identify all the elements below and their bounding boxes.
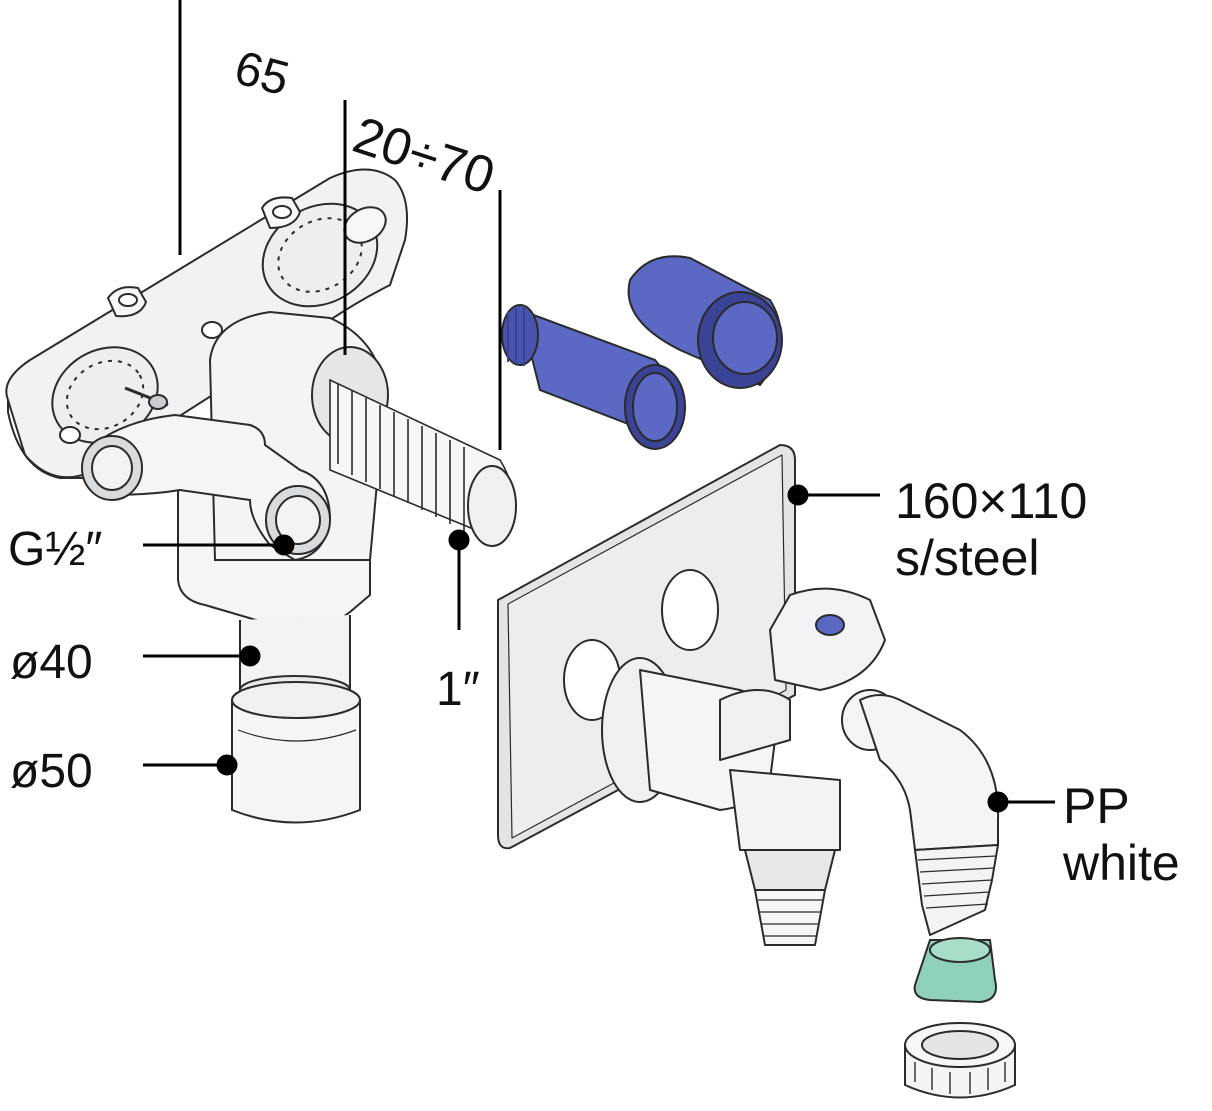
green-filter-seal [913,937,997,1004]
blue-extension-tube [501,304,686,450]
elbow-material-label-white: white [1062,835,1180,891]
corrugated-hose-connector [329,378,517,547]
stainless-cover-plate [497,444,796,850]
plate-material-label: s/steel [895,530,1040,586]
plate-size-label: 160×110 [895,473,1087,529]
washing-machine-tap [601,587,886,946]
elbow-material-label-pp: PP [1063,778,1130,834]
dimension-lines [178,0,502,630]
blue-end-cap [627,255,783,389]
diameter-40-label: ø40 [10,636,93,689]
ring-nut [904,1022,1016,1099]
leader-lines [143,484,1055,813]
thread-half-inch-label: G½″ [8,523,102,576]
diameter-50-label: ø50 [10,745,93,798]
thread-one-inch-label: 1″ [436,663,480,716]
dimension-depth-label: 65 [229,41,294,106]
pp-hose-elbow [841,689,1000,936]
